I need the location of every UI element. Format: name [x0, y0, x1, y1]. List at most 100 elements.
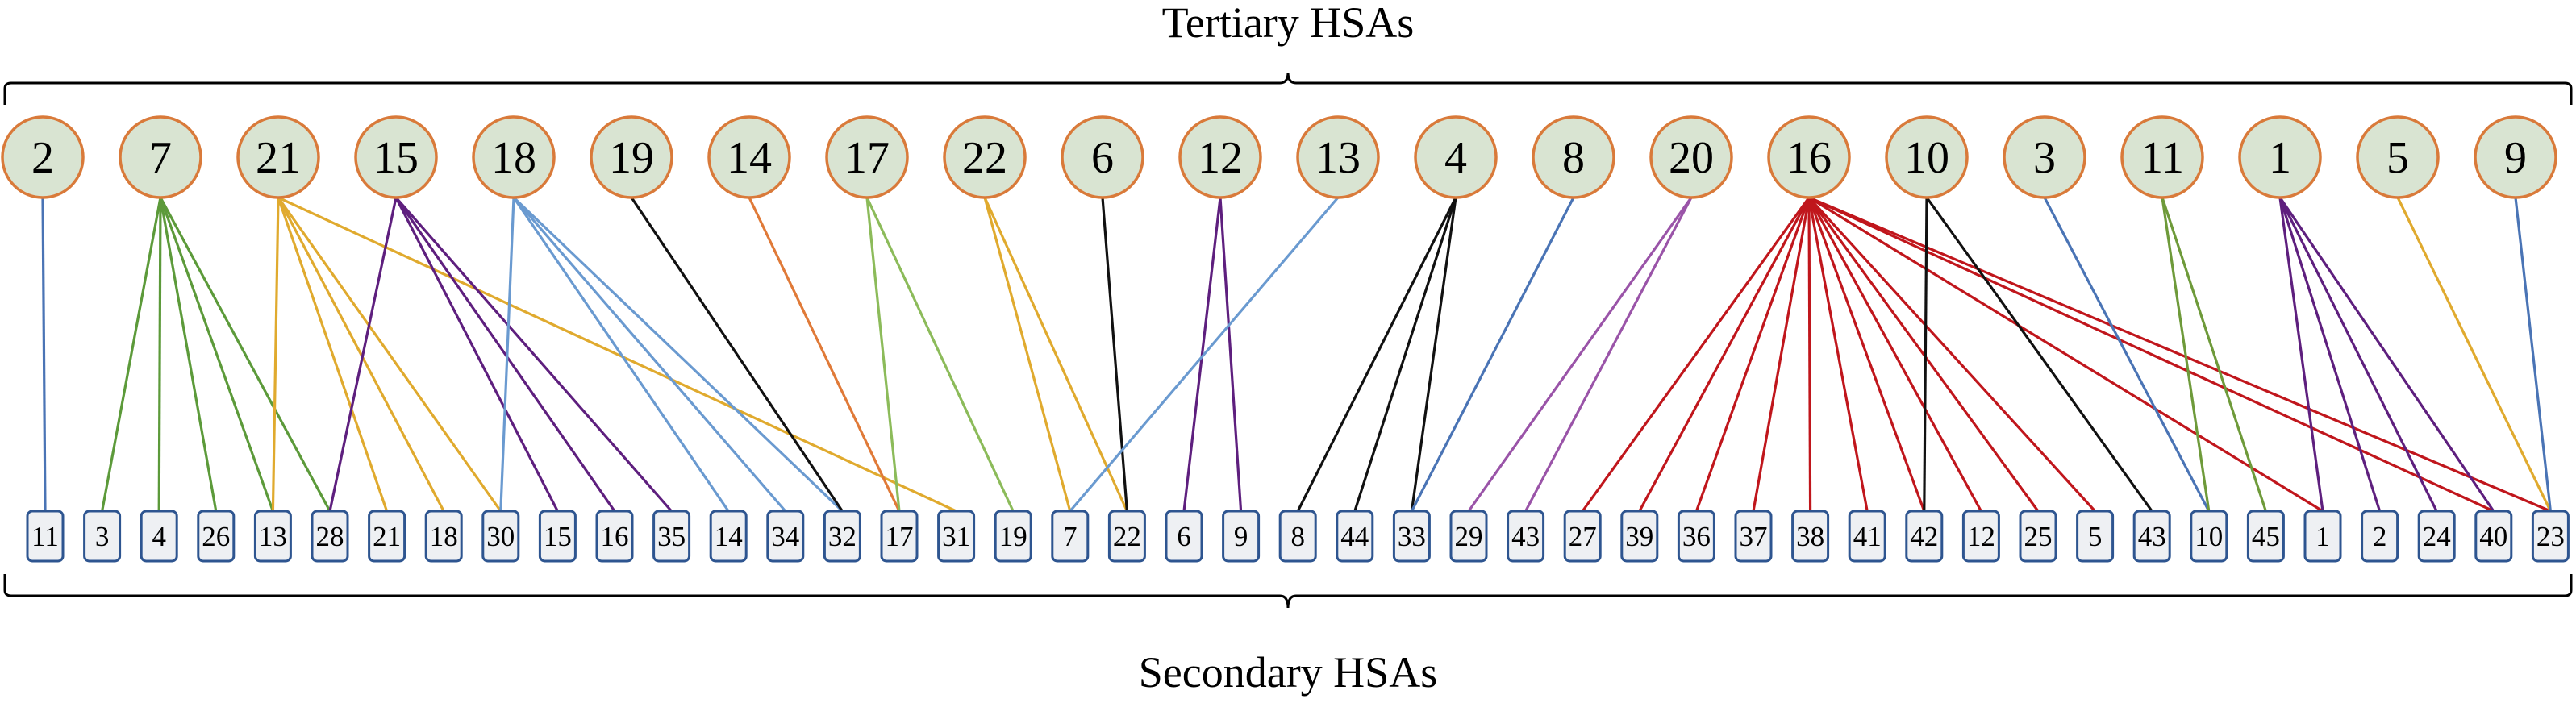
edge-t16-s40	[1808, 196, 2495, 513]
tertiary-node: 3	[2003, 115, 2086, 199]
secondary-node-label: 24	[2423, 521, 2451, 552]
tertiary-node-circle	[2003, 115, 2086, 199]
edge-t16-s41	[1807, 197, 1869, 512]
secondary-node-label: 34	[771, 521, 799, 552]
tertiary-node: 4	[1414, 115, 1498, 199]
secondary-node: 29	[1449, 510, 1488, 563]
top-brace	[3, 72, 2573, 105]
secondary-node: 43	[2132, 510, 2171, 563]
edge-t16-s36	[1694, 197, 1811, 512]
tertiary-node: 12	[1178, 115, 1262, 199]
secondary-node-box	[83, 510, 122, 563]
secondary-node: 32	[823, 510, 861, 563]
tertiary-node-circle	[1532, 115, 1615, 199]
secondary-node-label: 37	[1740, 521, 1768, 552]
edge-t21-s13	[271, 197, 280, 512]
tertiary-node: 7	[119, 115, 202, 199]
edge-t15-s15	[394, 197, 559, 512]
secondary-node: 2	[2361, 510, 2399, 563]
edges-layer	[41, 196, 2552, 513]
secondary-node: 5	[2076, 510, 2115, 563]
secondary-node-box	[1905, 510, 1944, 563]
edge-t2-s11	[41, 197, 47, 512]
tertiary-node-label: 22	[962, 133, 1007, 183]
secondary-node: 38	[1791, 510, 1830, 563]
tertiary-node-circle	[1061, 115, 1144, 199]
edge-t16-s5	[1807, 196, 2096, 513]
secondary-node-box	[1734, 510, 1773, 563]
edge-t16-s42	[1807, 197, 1926, 512]
tertiary-node-label: 1	[2269, 133, 2291, 183]
secondary-node-box	[2132, 510, 2171, 563]
secondary-node: 7	[1051, 510, 1090, 563]
edge-t21-s31	[277, 196, 957, 513]
tertiary-node-label: 6	[1091, 133, 1114, 183]
tertiary-node: 14	[707, 115, 791, 199]
edge-t19-s32	[630, 197, 844, 512]
tertiary-node-label: 4	[1444, 133, 1467, 183]
secondary-node: 39	[1620, 510, 1659, 563]
secondary-node-box	[2417, 510, 2456, 563]
secondary-node: 21	[368, 510, 406, 563]
tertiary-node: 9	[2474, 115, 2557, 199]
secondary-node-label: 27	[1569, 521, 1597, 552]
secondary-node-label: 43	[1511, 521, 1540, 552]
secondary-node-label: 43	[2138, 521, 2166, 552]
edge-t4-s33	[1410, 197, 1457, 512]
secondary-node-box	[368, 510, 406, 563]
secondary-node: 11	[26, 510, 65, 563]
secondary-node: 34	[766, 510, 805, 563]
secondary-node-label: 7	[1063, 521, 1078, 552]
tertiary-node-label: 17	[844, 133, 890, 183]
secondary-node: 22	[1107, 510, 1146, 563]
edge-t12-s6	[1182, 197, 1222, 512]
secondary-node-label: 22	[1113, 521, 1141, 552]
secondary-node-label: 33	[1398, 521, 1426, 552]
secondary-node-box	[1449, 510, 1488, 563]
edge-t16-s1	[1808, 196, 2324, 513]
secondary-node-label: 11	[31, 521, 59, 552]
secondary-node-box	[595, 510, 634, 563]
tertiary-node: 11	[2120, 115, 2204, 199]
tertiary-node: 21	[236, 115, 320, 199]
edge-t7-s28	[159, 197, 331, 512]
tertiary-node: 17	[825, 115, 909, 199]
secondary-node-box	[1677, 510, 1715, 563]
secondary-node: 33	[1392, 510, 1431, 563]
tertiary-node-label: 13	[1315, 133, 1361, 183]
tertiary-node-circle	[2120, 115, 2204, 199]
secondary-node-label: 25	[2024, 521, 2053, 552]
tertiary-node-label: 10	[1904, 133, 1949, 183]
secondary-node-box	[1336, 510, 1374, 563]
tertiary-node-label: 12	[1198, 133, 1243, 183]
tertiary-node-circle	[2474, 115, 2557, 199]
secondary-node: 9	[1222, 510, 1261, 563]
secondary-node-box	[424, 510, 463, 563]
secondary-node-label: 18	[430, 521, 458, 552]
secondary-node: 36	[1677, 510, 1715, 563]
secondary-node-label: 29	[1455, 521, 1483, 552]
secondary-node-label: 35	[657, 521, 686, 552]
edge-t7-s3	[101, 197, 162, 512]
edge-t7-s13	[159, 197, 274, 512]
secondary-node-label: 40	[2479, 521, 2507, 552]
tertiary-node-label: 15	[373, 133, 419, 183]
secondary-node-label: 12	[1967, 521, 1995, 552]
secondary-node: 35	[652, 510, 691, 563]
secondary-node-box	[2076, 510, 2115, 563]
edge-t21-s30	[277, 197, 502, 512]
secondary-node: 17	[880, 510, 919, 563]
tertiary-node-circle	[590, 115, 673, 199]
tertiary-node-circle	[236, 115, 320, 199]
secondary-node-box	[1165, 510, 1203, 563]
secondary-node: 25	[2019, 510, 2057, 563]
edge-t18-s34	[512, 196, 787, 513]
secondary-node-box	[880, 510, 919, 563]
tertiary-node: 1	[2238, 115, 2322, 199]
tertiary-node: 19	[590, 115, 673, 199]
secondary-node-box	[709, 510, 748, 563]
secondary-node-label: 2	[2373, 521, 2387, 552]
secondary-node-box	[2190, 510, 2228, 563]
